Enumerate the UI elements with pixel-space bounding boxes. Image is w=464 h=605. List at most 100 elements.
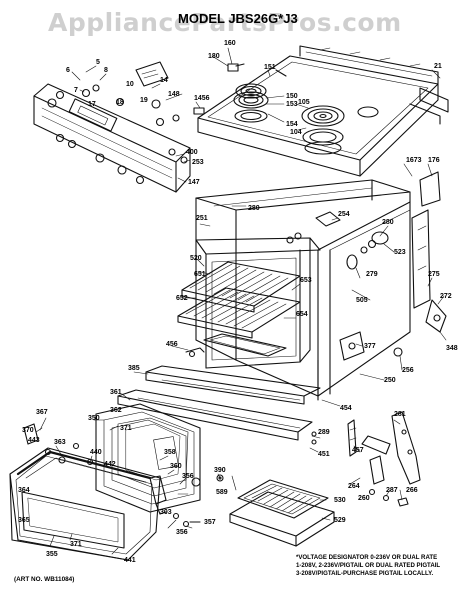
svg-text:357: 357 bbox=[204, 519, 216, 526]
svg-text:251: 251 bbox=[196, 215, 208, 222]
voltage-note: *VOLTAGE DESIGNATOR 0-236V OR DUAL RATE … bbox=[296, 554, 462, 578]
svg-text:266: 266 bbox=[406, 487, 418, 494]
svg-text:303: 303 bbox=[160, 509, 172, 516]
svg-text:654: 654 bbox=[296, 311, 308, 318]
svg-text:370: 370 bbox=[22, 427, 34, 434]
svg-text:8: 8 bbox=[104, 67, 108, 74]
svg-text:5: 5 bbox=[96, 59, 100, 66]
svg-text:653: 653 bbox=[300, 277, 312, 284]
svg-text:348: 348 bbox=[446, 345, 458, 352]
door-glass-panels bbox=[117, 417, 189, 489]
svg-text:451: 451 bbox=[318, 451, 330, 458]
voltage-note-line-3: 3-208V/PIGTAIL-PURCHASE PIGTAIL LOCALLY. bbox=[296, 570, 434, 577]
svg-text:371: 371 bbox=[70, 541, 82, 548]
svg-text:151: 151 bbox=[264, 64, 276, 71]
svg-text:440: 440 bbox=[90, 449, 102, 456]
bake-element bbox=[203, 333, 287, 357]
svg-text:361: 361 bbox=[110, 389, 122, 396]
svg-text:454: 454 bbox=[340, 405, 352, 412]
svg-text:360: 360 bbox=[170, 463, 182, 470]
svg-text:589: 589 bbox=[216, 489, 228, 496]
voltage-note-line-1: *VOLTAGE DESIGNATOR 0-236V OR DUAL RATE bbox=[296, 554, 438, 561]
svg-text:279: 279 bbox=[366, 271, 378, 278]
range-body bbox=[195, 179, 411, 401]
svg-text:371: 371 bbox=[120, 425, 132, 432]
oven-racks bbox=[177, 261, 301, 339]
svg-text:150: 150 bbox=[286, 93, 298, 100]
svg-text:275: 275 bbox=[428, 271, 440, 278]
surface-burner-1 bbox=[233, 83, 269, 123]
svg-text:400: 400 bbox=[186, 149, 198, 156]
surface-burner-2 bbox=[301, 105, 345, 155]
svg-text:180: 180 bbox=[208, 53, 220, 60]
svg-text:104: 104 bbox=[290, 129, 302, 136]
side-components bbox=[286, 171, 447, 361]
svg-text:287: 287 bbox=[386, 487, 398, 494]
svg-text:456: 456 bbox=[166, 341, 178, 348]
svg-text:530: 530 bbox=[334, 497, 346, 504]
svg-text:10: 10 bbox=[126, 81, 134, 88]
svg-text:651: 651 bbox=[194, 271, 206, 278]
svg-text:21: 21 bbox=[434, 63, 442, 70]
svg-text:523: 523 bbox=[394, 249, 406, 256]
oven-liner bbox=[195, 237, 321, 369]
cooktop-small-parts bbox=[193, 63, 449, 125]
svg-text:356: 356 bbox=[176, 529, 188, 536]
svg-text:505: 505 bbox=[356, 297, 368, 304]
svg-text:652: 652 bbox=[176, 295, 188, 302]
broiler-pan bbox=[229, 479, 335, 547]
svg-text:364: 364 bbox=[18, 487, 30, 494]
svg-text:520: 520 bbox=[190, 255, 202, 262]
svg-text:443: 443 bbox=[28, 437, 40, 444]
callout-numbers: 21 160 180 151 150 153 154 105 104 5 6 7… bbox=[18, 40, 458, 564]
svg-text:280: 280 bbox=[382, 219, 394, 226]
svg-text:14: 14 bbox=[160, 77, 168, 84]
svg-text:385: 385 bbox=[128, 365, 140, 372]
svg-text:289: 289 bbox=[318, 429, 330, 436]
svg-text:355: 355 bbox=[46, 551, 58, 558]
svg-text:457: 457 bbox=[352, 447, 364, 454]
svg-text:529: 529 bbox=[334, 517, 346, 524]
svg-text:358: 358 bbox=[164, 449, 176, 456]
svg-text:160: 160 bbox=[224, 40, 236, 47]
art-number: (ART NO. WB11084) bbox=[14, 576, 75, 583]
svg-text:363: 363 bbox=[54, 439, 66, 446]
svg-text:19: 19 bbox=[140, 97, 148, 104]
svg-text:18: 18 bbox=[116, 99, 124, 106]
watermark: AppliancePartsPros.com bbox=[48, 8, 402, 37]
svg-text:260: 260 bbox=[358, 495, 370, 502]
voltage-note-line-2: 1-208V, 2-236V/PIGTAIL OR DUAL RATED PIG… bbox=[296, 562, 441, 569]
leader-lines bbox=[35, 47, 447, 555]
svg-text:377: 377 bbox=[364, 343, 376, 350]
svg-text:176: 176 bbox=[428, 157, 440, 164]
svg-text:281: 281 bbox=[394, 411, 406, 418]
svg-text:442: 442 bbox=[104, 461, 116, 468]
cooktop bbox=[197, 45, 439, 177]
svg-text:254: 254 bbox=[338, 211, 350, 218]
svg-text:6: 6 bbox=[66, 67, 70, 74]
svg-text:280: 280 bbox=[248, 205, 260, 212]
model-title: MODEL JBS26G*J3 bbox=[178, 11, 298, 26]
oven-door bbox=[9, 447, 161, 561]
svg-text:256: 256 bbox=[402, 367, 414, 374]
svg-text:441: 441 bbox=[124, 557, 136, 564]
lower-trim bbox=[145, 347, 321, 405]
svg-text:17: 17 bbox=[88, 101, 96, 108]
svg-text:148: 148 bbox=[168, 91, 180, 98]
svg-text:1456: 1456 bbox=[194, 95, 210, 102]
svg-text:264: 264 bbox=[348, 483, 360, 490]
svg-text:7: 7 bbox=[74, 87, 78, 94]
svg-text:105: 105 bbox=[298, 99, 310, 106]
svg-text:153: 153 bbox=[286, 101, 298, 108]
svg-text:272: 272 bbox=[440, 293, 452, 300]
control-panel bbox=[33, 61, 191, 193]
oven-door-frame bbox=[95, 389, 313, 513]
svg-text:250: 250 bbox=[384, 377, 396, 384]
door-hinges bbox=[347, 411, 421, 507]
svg-text:365: 365 bbox=[18, 517, 30, 524]
svg-text:356: 356 bbox=[182, 473, 194, 480]
svg-text:1673: 1673 bbox=[406, 157, 422, 164]
svg-text:390: 390 bbox=[214, 467, 226, 474]
